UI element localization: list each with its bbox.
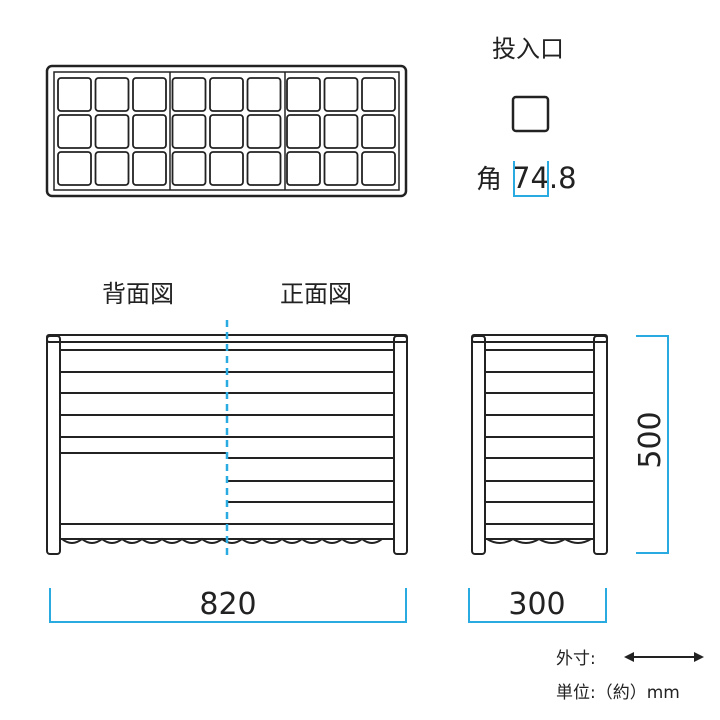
left-post: [46, 335, 61, 555]
base-feet: [61, 537, 383, 544]
back-view-label: 背面図: [102, 280, 174, 308]
opening-square-icon: [511, 95, 550, 133]
top-view-opening-cell: [132, 114, 167, 149]
top-view-frame: [45, 64, 408, 198]
top-view: [45, 64, 408, 198]
top-view-opening-cell: [94, 77, 130, 112]
top-view-opening-cell: [171, 77, 207, 112]
top-view-opening-cell: [246, 151, 282, 186]
height-value: 500: [633, 411, 668, 468]
opening-title: 投入口: [492, 35, 564, 63]
top-view-opening-cell: [323, 151, 359, 186]
outer-dimension-label: 外寸:: [556, 649, 596, 669]
right-post: [393, 335, 408, 555]
top-view-inner-frame: [53, 71, 400, 191]
top-view-opening-cell: [132, 77, 167, 112]
side-left-post: [471, 335, 486, 555]
height-dimension: 500: [633, 335, 669, 554]
side-top-rail: [471, 334, 608, 343]
top-view-grid: [57, 72, 396, 190]
top-view-opening-cell: [57, 77, 92, 112]
top-view-opening-cell: [246, 77, 282, 112]
opening-size-value: 74.8: [512, 161, 577, 195]
depth-value: 300: [508, 587, 565, 622]
top-view-opening-cell: [132, 151, 167, 186]
top-view-opening-cell: [57, 114, 92, 149]
opening-size-prefix: 角: [476, 165, 502, 195]
width-value: 820: [199, 587, 256, 622]
top-view-opening-cell: [94, 114, 130, 149]
side-slat-lines: [485, 349, 594, 540]
top-view-opening-cell: [286, 77, 321, 112]
width-dimension: 820: [49, 587, 407, 623]
top-view-opening-cell: [94, 151, 130, 186]
side-base-feet: [486, 537, 592, 544]
top-view-opening-cell: [361, 77, 396, 112]
top-view-opening-cell: [323, 77, 359, 112]
top-view-opening-cell: [209, 77, 244, 112]
side-right-post: [593, 335, 608, 555]
side-view: [471, 334, 608, 555]
top-view-opening-cell: [323, 114, 359, 149]
top-view-opening-cell: [361, 151, 396, 186]
top-view-opening-cell: [57, 151, 92, 186]
top-view-opening-cell: [209, 151, 244, 186]
depth-dimension: 300: [468, 587, 607, 623]
top-view-opening-cell: [246, 114, 282, 149]
top-view-opening-cell: [209, 114, 244, 149]
top-view-opening-cell: [286, 151, 321, 186]
top-view-opening-cell: [286, 114, 321, 149]
double-arrow-icon: [624, 652, 704, 662]
front-view-label: 正面図: [280, 280, 352, 308]
opening-size-bracket: [513, 161, 549, 197]
opening-spec: 投入口 角 74.8: [476, 35, 577, 197]
front-back-view: [46, 320, 408, 558]
top-view-opening-cell: [171, 114, 207, 149]
top-view-opening-cell: [361, 114, 396, 149]
unit-label: 単位:（約）mm: [556, 683, 680, 703]
top-view-opening-cell: [171, 151, 207, 186]
